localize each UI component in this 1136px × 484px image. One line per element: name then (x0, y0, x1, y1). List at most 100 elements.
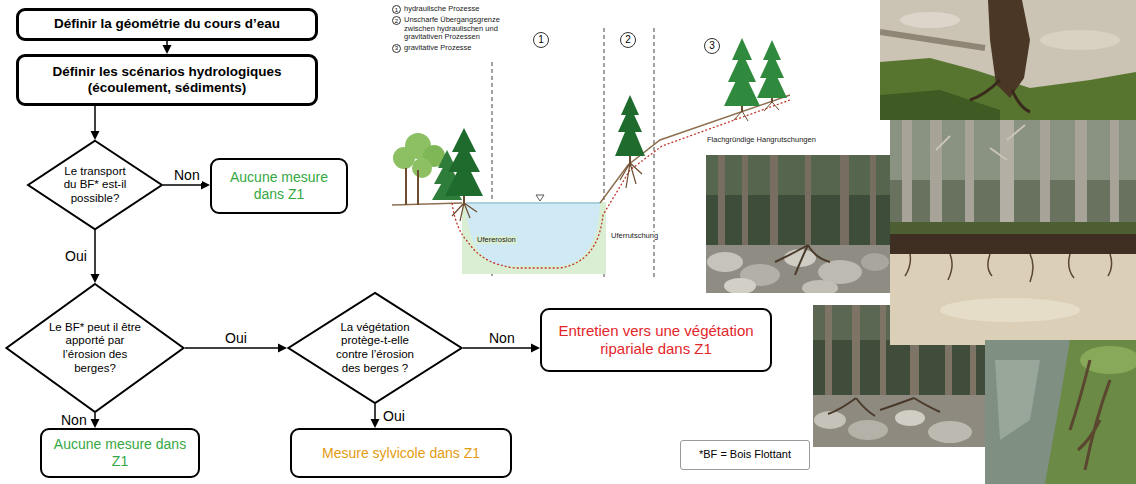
photo-root-mat-part (1110, 120, 1119, 232)
flow-line (463, 347, 531, 349)
photo-roots-stones-part (813, 395, 985, 447)
photo-roots-stones-part (928, 421, 972, 443)
photo-forest-stones-part (870, 155, 876, 250)
edge-label: Non (172, 167, 202, 183)
process-box: Définir les scénarios hydrologiques (éco… (16, 54, 318, 106)
text-block: Le transport du BF* est-il possible? (60, 165, 131, 206)
photo-roots-stones-part (880, 305, 886, 400)
node-text: Entretien vers une végétation ripariale … (550, 322, 762, 358)
photo-root-mat-part (1075, 120, 1087, 232)
photo-forest-stones-part (706, 155, 890, 195)
photo-bank-erosion-part (900, 12, 960, 28)
text-block: Aucune mesure dans Z1 (50, 436, 190, 470)
river-cross-section-part (452, 203, 477, 221)
legend: 1hydraulische Prozesse2Unscharfe Übergan… (392, 5, 532, 55)
edge-label: Non (487, 330, 517, 346)
flow-line (163, 184, 201, 186)
photo-stream-part (1070, 360, 1110, 470)
node-text: Définir la géométrie du cours d’eau (54, 16, 280, 32)
flow-arrow (91, 106, 100, 140)
photo-forest-stones-part (805, 155, 811, 250)
node-text: Le transport du BF* est-il possible? (60, 165, 131, 206)
river-cross-section-part (466, 203, 600, 204)
node-text: Aucune mesure dans Z1 (50, 436, 190, 470)
photo-root-mat-part (890, 222, 1136, 236)
river-cross-section-part (462, 202, 606, 274)
photo-roots-stones-part (848, 420, 888, 440)
river-cross-section-part (620, 163, 642, 188)
process-box: Définir la géométrie du cours d’eau (16, 8, 318, 41)
flow-arrow (371, 404, 380, 428)
legend-text: gravitative Prozesse (404, 44, 529, 53)
photo-stream-part (985, 340, 1070, 484)
arrow-head (163, 45, 172, 54)
photo-root-mat (890, 120, 1136, 345)
decision-diamond: Le BF* peut il être apporté par l’érosio… (5, 283, 185, 413)
text-block: Définir la géométrie du cours d’eau (54, 16, 280, 32)
photo-roots-stones-part (895, 410, 925, 426)
callout-number: 3 (395, 45, 398, 51)
decision-diamond: Le transport du BF* est-il possible? (27, 140, 163, 230)
edge-label: Oui (381, 408, 407, 424)
callout-number: 2 (620, 32, 636, 48)
photo-forest-stones-part (724, 278, 756, 293)
river-cross-section-part (412, 158, 432, 178)
photo-root-mat-part (936, 125, 1025, 160)
outcome-box: Aucune mesure dans Z1 (210, 158, 348, 214)
photo-bank-erosion (880, 0, 1136, 120)
legend-row: 2Unscharfe Übergangsgrenze zwischen hydr… (392, 16, 532, 42)
note-box: *BF = Bois Flottant (680, 440, 810, 470)
photo-forest-stones-part (742, 155, 748, 250)
text-block: Mesure sylvicole dans Z1 (322, 445, 480, 462)
photo-root-mat-part (902, 120, 912, 232)
text-block: Définir les scénarios hydrologiques (éco… (27, 64, 307, 96)
river-cross-section-part (654, 28, 655, 278)
photo-root-mat-part (905, 254, 1112, 282)
photo-root-mat-part (930, 120, 942, 232)
node-text: Mesure sylvicole dans Z1 (322, 445, 480, 462)
text-block: Entretien vers une végétation ripariale … (550, 322, 762, 358)
diamond-outline-shape (6, 284, 183, 412)
node-text: Définir les scénarios hydrologiques (éco… (27, 64, 307, 96)
photo-bank-erosion-part (1040, 30, 1120, 50)
river-cross-section-part (466, 203, 600, 266)
river-cross-section-part (445, 158, 483, 196)
photo-roots-stones-part (852, 305, 860, 400)
flow-arrow (163, 41, 172, 54)
flow-arrow (91, 413, 100, 428)
flow-line (374, 404, 376, 419)
legend-swatch: 1 (392, 5, 401, 14)
river-cross-section-part (405, 168, 407, 205)
flow-line (166, 41, 168, 45)
photo-forest-stones (706, 155, 890, 293)
legend-swatch: 2 (392, 16, 401, 25)
photo-stream-part (995, 360, 1040, 440)
flow-arrow (91, 230, 100, 283)
river-cross-section-part (757, 66, 787, 98)
photo-root-mat-part (1040, 120, 1050, 232)
outcome-box: Aucune mesure dans Z1 (40, 428, 200, 478)
text-block: Le BF* peut il être apporté par l’érosio… (48, 321, 142, 375)
edge-label: Oui (63, 248, 89, 264)
arrow-head (371, 419, 380, 428)
edge-label: Non (59, 412, 89, 428)
decision-diamond: La végétation protège-t-elle contre l’ér… (287, 292, 463, 404)
arrow-head (278, 344, 287, 353)
photo-root-mat-part (890, 254, 1136, 345)
diamond-outline-shape (28, 141, 162, 230)
node-text: Le BF* peut il être apporté par l’érosio… (48, 321, 142, 375)
callout-number: 2 (395, 18, 398, 24)
river-cross-section-part (615, 120, 645, 156)
photo-root-mat-part (940, 298, 1080, 322)
photo-forest-stones-part (706, 245, 890, 293)
photo-roots-stones-part (828, 398, 940, 416)
photo-bank-erosion-part (880, 32, 985, 48)
flow-line (94, 106, 96, 131)
callout-number: 1 (533, 32, 549, 48)
photo-forest-stones-part (840, 155, 849, 250)
legend-swatch: 3 (392, 44, 401, 53)
photo-roots-stones-part (825, 305, 832, 400)
river-cross-section-part (417, 170, 419, 205)
river-cross-section-part (629, 156, 631, 164)
